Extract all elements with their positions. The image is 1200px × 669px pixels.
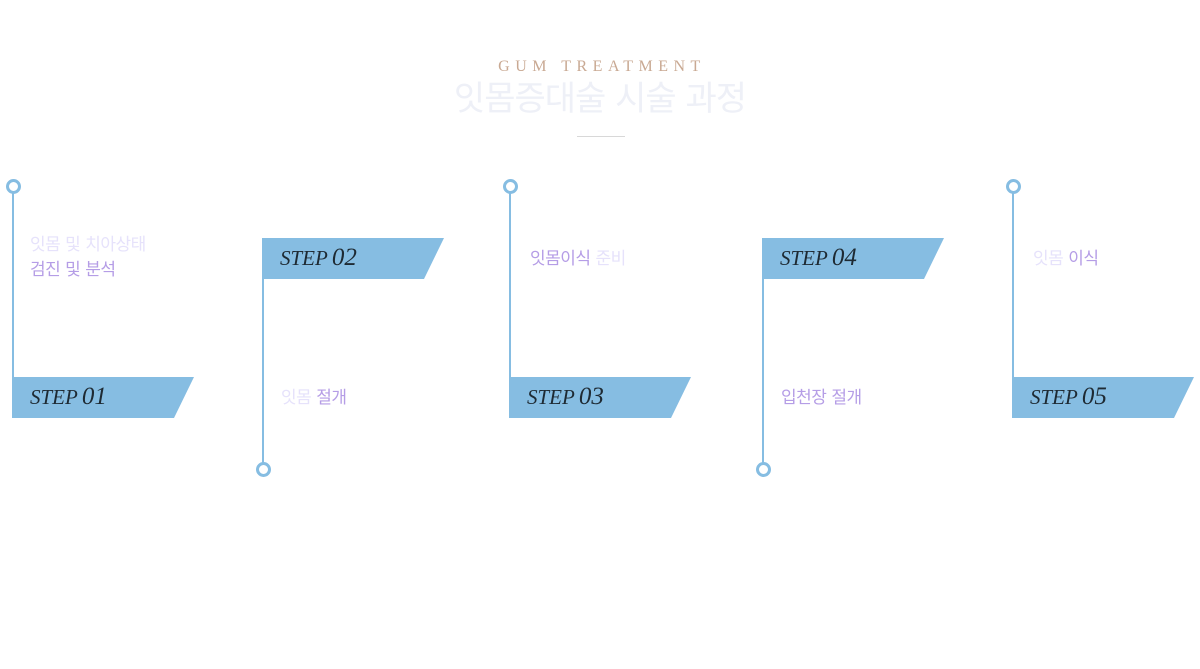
description-text-highlight: 잇몸이식 xyxy=(530,249,596,269)
timeline-dot-icon xyxy=(756,462,771,477)
section-eyebrow: GUM TREATMENT xyxy=(498,58,706,75)
description-text: 잇몸 xyxy=(281,388,317,408)
step-word: STEP xyxy=(780,246,828,270)
step-number: 01 xyxy=(81,383,107,410)
flag-shape xyxy=(509,377,691,418)
timeline-line xyxy=(509,191,511,381)
step-number: 02 xyxy=(331,244,357,271)
timeline-line xyxy=(762,278,764,463)
description-text: 검진 및 분석 xyxy=(30,260,116,280)
description-text: 준비 xyxy=(595,249,626,269)
description-text-highlight: 절개 xyxy=(316,388,347,408)
step-number: 05 xyxy=(1081,383,1107,410)
flag-shape xyxy=(262,238,444,279)
step-number: 03 xyxy=(578,383,604,410)
step-word: STEP xyxy=(30,385,78,409)
timeline-line xyxy=(262,278,264,463)
flag-shape xyxy=(762,238,944,279)
description-text-highlight: 이식 xyxy=(1068,249,1099,269)
step-description: 잇몸 및 치아상태 검진 및 분석 xyxy=(30,233,146,283)
step-description: 입천장 절개 xyxy=(781,386,862,411)
description-text: 잇몸 xyxy=(1033,249,1069,269)
flag-shape xyxy=(12,377,194,418)
timeline-line xyxy=(12,191,14,381)
timeline-dot-icon xyxy=(256,462,271,477)
step-word: STEP xyxy=(280,246,328,270)
description-line-2: 검진 및 분석 xyxy=(30,258,146,283)
step-description: 잇몸 절개 xyxy=(281,386,347,411)
step-description: 잇몸이식 준비 xyxy=(530,247,626,272)
description-text-highlight: 입천장 절개 xyxy=(781,388,862,408)
step-word: STEP xyxy=(1030,385,1078,409)
step-number: 04 xyxy=(831,244,857,271)
step-word: STEP xyxy=(527,385,575,409)
description-line-1: 잇몸 및 치아상태 xyxy=(30,233,146,258)
timeline-line xyxy=(1012,191,1014,381)
title-divider xyxy=(577,136,625,137)
section-title: 잇몸증대술 시술 과정 xyxy=(453,79,747,119)
step-description: 잇몸 이식 xyxy=(1033,247,1099,272)
flag-shape xyxy=(1012,377,1194,418)
description-text: 잇몸 및 치아상태 xyxy=(30,235,146,255)
